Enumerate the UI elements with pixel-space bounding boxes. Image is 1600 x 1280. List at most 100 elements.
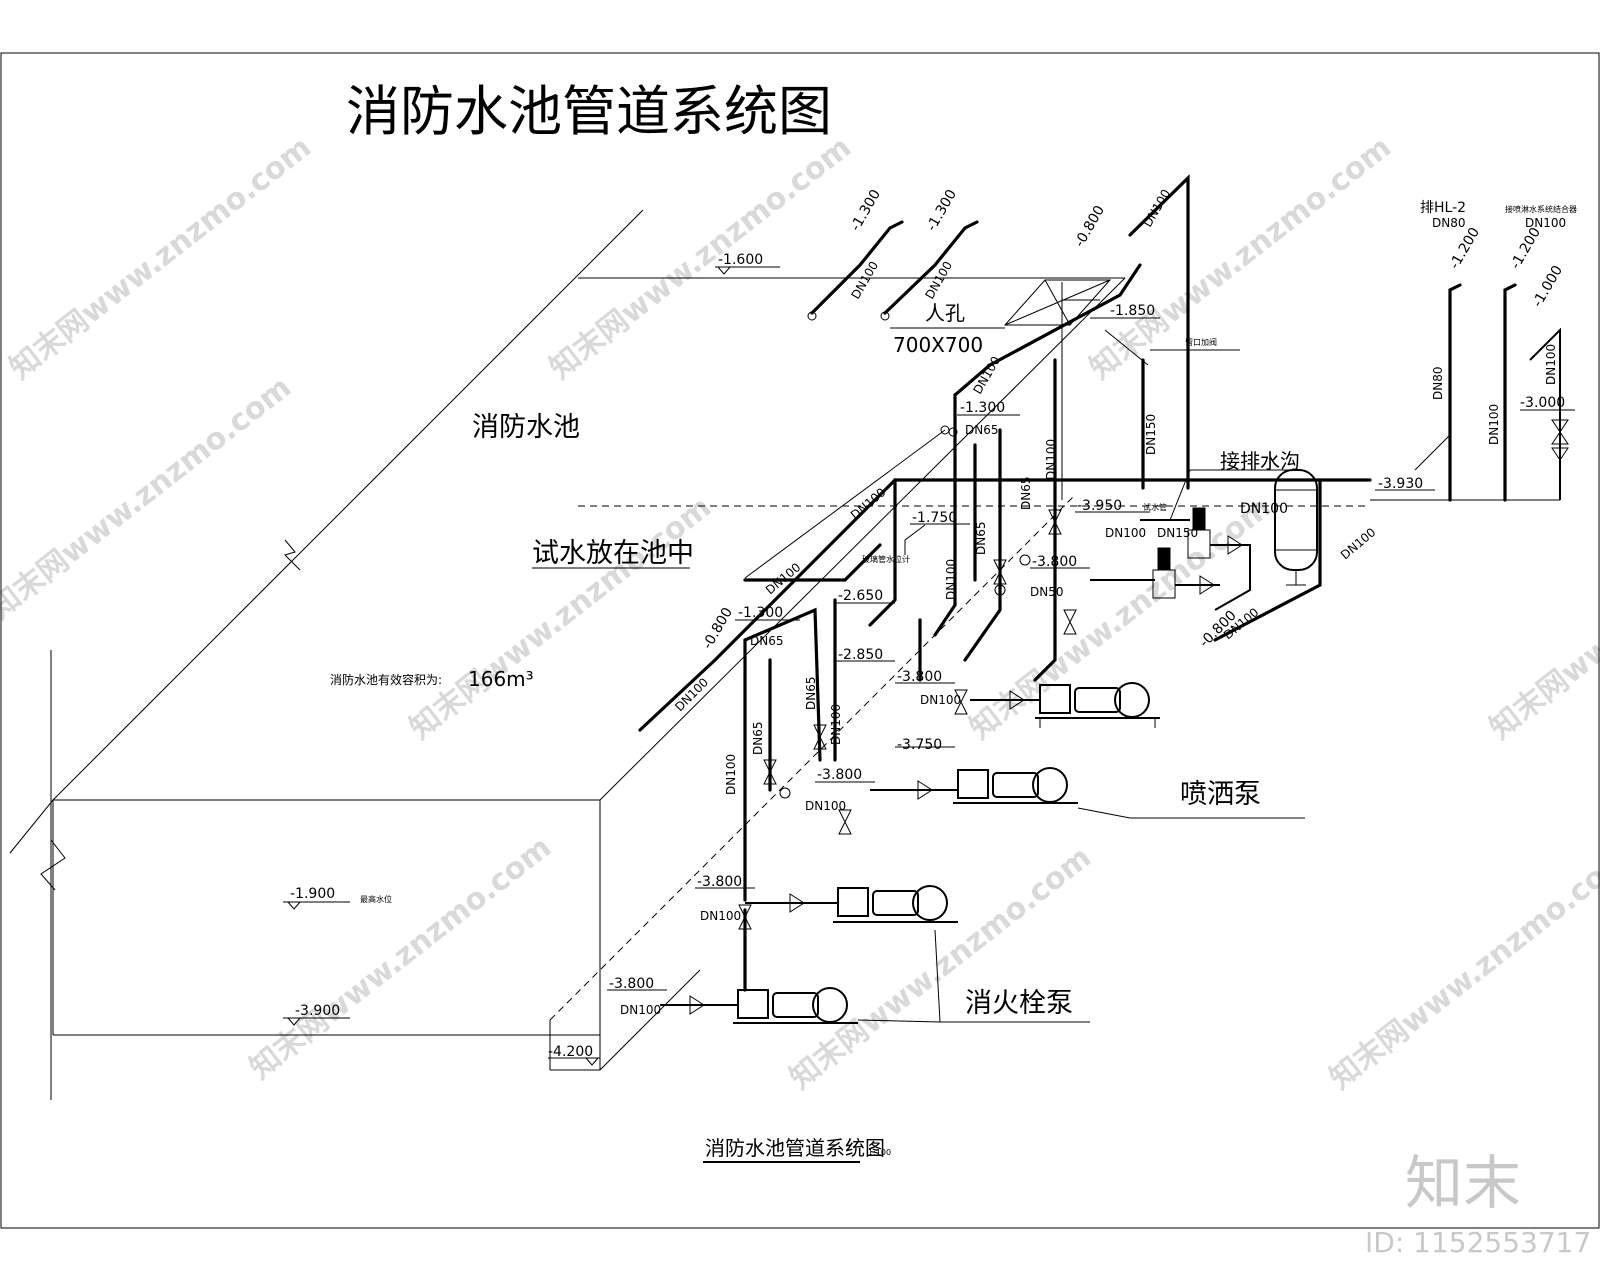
manhole: 人孔 700X700 [890, 279, 1112, 500]
elev-marker: -4.200 [548, 1044, 600, 1066]
sprinkler-pump-2 [870, 767, 1078, 804]
elevation-text: -1.300 [848, 187, 884, 234]
jockey-pumps: DN150 DN100 试水管 [1090, 502, 1251, 611]
elevation-text: -4.200 [548, 1044, 593, 1060]
manhole-size: 700X700 [893, 333, 983, 357]
watermark-text: 知末网www.znzmo.com [543, 130, 858, 387]
pipe-size: DN100 [829, 704, 843, 745]
elevation-text: -1.600 [718, 252, 763, 268]
watermark-text: 知末网www.znzmo.com [0, 370, 298, 627]
watermark-text: 知末网www.znzmo.com [243, 830, 558, 1087]
watermark-text: 知末网www.znzmo.com [783, 840, 1098, 1097]
elev-marker: -3.750 [895, 737, 955, 753]
elevation-text: -1.000 [1530, 263, 1566, 310]
elevation-text: -3.800 [609, 976, 654, 992]
elevation-text: -3.000 [1520, 395, 1565, 411]
elev-marker: -3.800 [815, 767, 875, 783]
elevation-text: -1.300 [924, 187, 960, 234]
volume-label: 消防水池有效容积为: [330, 672, 442, 687]
elev-marker: -3.900 [283, 1003, 350, 1026]
drawing-caption: 消防水池管道系统图 [705, 1136, 885, 1160]
elev-marker: -3.930 [1375, 476, 1435, 492]
pipe-size: DN100 [970, 354, 1003, 397]
sprinkler-pump-label: 喷洒泵 [1180, 779, 1261, 810]
drawing-title: 消防水池管道系统图 [346, 80, 832, 143]
watermark-text: 知末网www.znzmo.com [3, 130, 318, 387]
pipe-size: DN100 [1240, 501, 1288, 517]
pipe-size: DN100 [1105, 526, 1146, 540]
gauge-label: 玻璃管水位计 [862, 554, 910, 564]
pipe-size: DN100 [1140, 187, 1173, 230]
pipe-size: DN100 [724, 754, 738, 795]
elevation-text: -3.900 [295, 1003, 340, 1019]
elev-marker: -1.750 [910, 510, 970, 526]
pipe-size: DN100 [922, 259, 955, 302]
elevation-text: -2.850 [838, 647, 883, 663]
elevation-text: -1.850 [1110, 303, 1155, 319]
sprinkler-connector-label: 接喷淋水系统结合器 [1505, 204, 1577, 214]
brand-logo: 知末 [1405, 1149, 1521, 1217]
watermark-text: 知末网www.znzmo.com [1323, 840, 1600, 1097]
pipe-size: DN100 [944, 559, 958, 600]
drain-ditch-label: 接排水沟 [1220, 449, 1300, 473]
elev-marker: -3.800 [607, 976, 667, 992]
drain-riser-label: 排HL-2 [1420, 200, 1466, 216]
pipe-size: DN100 [1544, 344, 1558, 385]
pipe-size: DN150 [1157, 526, 1198, 540]
pipe-size: DN100 [700, 909, 741, 923]
watermark-text: 知末网www.znzmo.com [403, 490, 718, 747]
elev-marker: -3.950 [1075, 498, 1150, 514]
drawing-frame [0, 52, 1600, 1229]
pipe-size: DN100 [848, 259, 881, 302]
manhole-label: 人孔 [925, 301, 965, 325]
test-water-label: 试水放在池中 [532, 538, 694, 569]
elev-marker: -2.650 [835, 588, 895, 604]
sprinkler-pump-1 [970, 682, 1160, 728]
pipe-size: DN65 [965, 423, 999, 437]
valves [738, 509, 1077, 930]
elevation-text: -1.200 [1447, 225, 1483, 272]
pipe-size: DN50 [1030, 585, 1064, 599]
elevation-text: -1.750 [912, 510, 957, 526]
elevation-text: -2.650 [838, 588, 883, 604]
elevation-text: -1.200 [1508, 225, 1544, 272]
elev-marker: -3.000 [1520, 395, 1575, 411]
pipe-size: DN100 [620, 1003, 661, 1017]
elevation-text: -3.750 [897, 737, 942, 753]
pipe-size: DN100 [1338, 525, 1379, 562]
elev-marker: -1.900 最高水位 [283, 886, 392, 910]
pipe-size: DN100 [920, 693, 961, 707]
pipe-size: DN65 [1019, 477, 1033, 511]
pipe-size: DN65 [804, 677, 818, 711]
pipe-size: DN65 [974, 522, 988, 556]
elev-marker: -3.800 [1030, 554, 1090, 570]
elev-marker: -1.850 [1090, 303, 1160, 319]
right-risers: DN80 DN100 DN100 排HL-2 DN80 接喷淋水系统结合器 DN… [1370, 200, 1577, 502]
pipe-size: DN65 [751, 722, 765, 756]
elevation-text: -3.800 [697, 874, 742, 890]
pipe-size: DN100 [805, 799, 846, 813]
pressure-tank [1274, 469, 1318, 586]
hydrant-pump-2 [660, 908, 858, 1024]
elev-marker: -3.800 [895, 669, 955, 685]
pool-outline [9, 209, 1370, 1100]
pipe-size: DN80 [1431, 367, 1445, 401]
elev-marker: -1.300 [957, 400, 1020, 416]
pipe-size: DN65 [750, 634, 784, 648]
elevation-text: -1.900 [290, 886, 335, 902]
elevation-text: -0.800 [1072, 203, 1108, 250]
elevation-text: -3.800 [817, 767, 862, 783]
overflow-note: 留口加阀 [1185, 337, 1217, 347]
pool-label: 消防水池 [472, 412, 580, 443]
watermark-text: 知末网www.znzmo.com [1083, 130, 1398, 387]
pipe-size: DN150 [1144, 414, 1158, 455]
highest-level-label: 最高水位 [360, 894, 392, 904]
pipe-size: DN100 [1525, 216, 1566, 230]
watermark-text: 知末网www.znzmo.com [1483, 490, 1600, 747]
hydrant-risers: DN65 DN65 DN100 DN65 DN100 DN100 DN100 D… [620, 598, 922, 1017]
elevation-text: -3.930 [1378, 476, 1423, 492]
test-valve-label: 试水管 [1143, 502, 1167, 512]
elevation-text: -1.300 [960, 400, 1005, 416]
volume-value: 166m³ [468, 667, 534, 691]
